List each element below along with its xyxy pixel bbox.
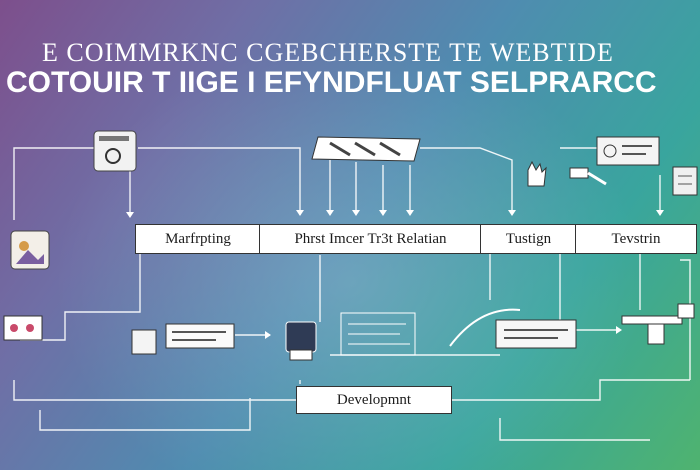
robot-arm-icon — [449, 308, 577, 349]
dashboard-icon — [596, 136, 660, 166]
stage-label: Marfrpting — [165, 230, 231, 247]
development-box[interactable]: Developmnt — [296, 386, 452, 414]
title-line-1: E COIMMRKNC CGEBCHERSTE TE WEBTIDE — [42, 38, 614, 67]
web-panel-icon — [340, 312, 416, 356]
image-icon — [10, 230, 50, 270]
stage-label: Phrst Imcer Tr3t Relatian — [294, 230, 447, 247]
shop-icon — [3, 315, 43, 341]
printer-icon — [285, 321, 317, 361]
stage-testing-box[interactable]: Tevstrin — [575, 224, 697, 254]
stage-first-impression-box[interactable]: Phrst Imcer Tr3t Relatian — [259, 224, 482, 254]
hand-icon — [527, 160, 547, 187]
stage-design-box[interactable]: Tustign — [480, 224, 577, 254]
workbench-icon — [621, 303, 695, 345]
stage-marketing-box[interactable]: Marfrpting — [135, 224, 261, 254]
document-panel-icon — [311, 136, 421, 162]
title-line-2: COTOUIR T IIGE I EFYNDFLUAT SELPRARCC — [6, 66, 657, 99]
browser-window-icon — [93, 130, 137, 172]
stage-label: Tustign — [505, 230, 552, 247]
device-icon — [672, 166, 698, 196]
tools-icon — [569, 167, 607, 186]
stage-label: Tevstrin — [611, 230, 661, 247]
list-panel-icon — [131, 323, 235, 355]
development-label: Developmnt — [336, 391, 412, 408]
